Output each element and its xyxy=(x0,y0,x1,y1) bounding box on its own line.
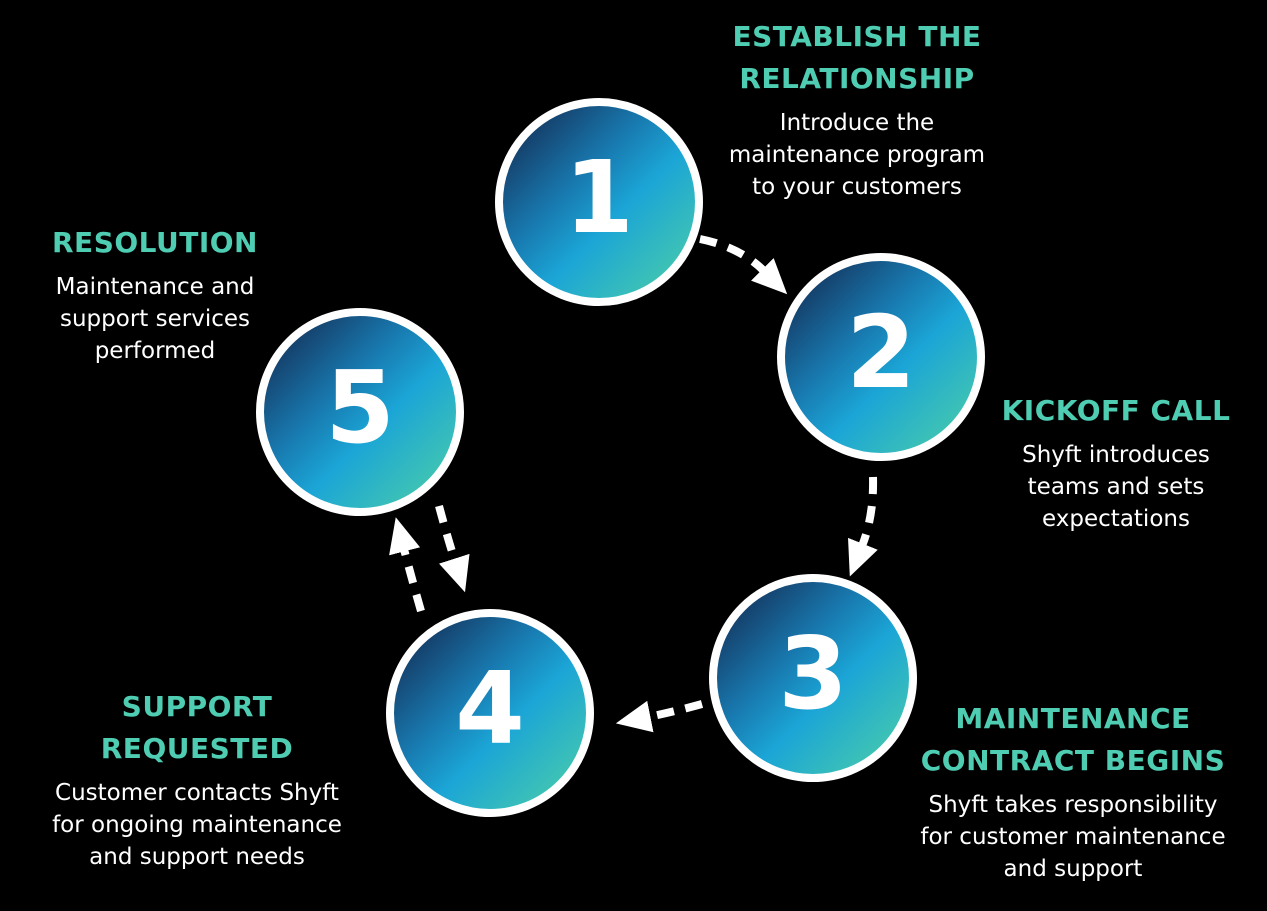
step-number-2: 2 xyxy=(846,294,916,411)
step-4-label: SUPPORT REQUESTED Customer contacts Shyf… xyxy=(36,686,358,873)
step-5-title: RESOLUTION xyxy=(34,222,276,264)
step-3-desc-line-3: and support xyxy=(1003,856,1143,882)
step-5-desc-line-1: Maintenance and xyxy=(55,274,255,300)
step-1-desc-line-2: maintenance program xyxy=(728,142,986,168)
step-2-desc-line-1: Shyft introduces xyxy=(1022,442,1210,468)
step-2-desc-line-2: teams and sets xyxy=(1027,474,1205,500)
step-1-title: ESTABLISH THE RELATIONSHIP xyxy=(690,16,1024,100)
step-1-description: Introduce the maintenance program to you… xyxy=(690,107,1024,203)
arrow-step4-to-step5 xyxy=(389,517,425,613)
step-4-title-line-2: REQUESTED xyxy=(100,732,294,765)
arrow-step2-to-step3 xyxy=(848,476,878,577)
arrow-step5-to-step4 xyxy=(435,504,470,593)
arrow-step3-to-step4 xyxy=(615,700,704,733)
step-5-title-line-1: RESOLUTION xyxy=(52,226,258,259)
step-3-label: MAINTENANCE CONTRACT BEGINS Shyft takes … xyxy=(912,698,1234,885)
step-3-desc-line-1: Shyft takes responsibility xyxy=(928,792,1218,818)
step-number-4: 4 xyxy=(455,650,525,767)
step-circle-3: 3 xyxy=(709,574,917,782)
step-2-desc-line-3: expectations xyxy=(1042,506,1190,532)
step-4-title-line-1: SUPPORT xyxy=(121,690,273,723)
step-number-5: 5 xyxy=(325,349,395,466)
step-5-label: RESOLUTION Maintenance and support servi… xyxy=(34,222,276,367)
step-circle-4: 4 xyxy=(386,609,594,817)
step-2-title-line-1: KICKOFF CALL xyxy=(1001,394,1231,427)
step-5-desc-line-3: performed xyxy=(94,338,216,364)
step-1-desc-line-1: Introduce the xyxy=(779,110,935,136)
step-4-title: SUPPORT REQUESTED xyxy=(36,686,358,770)
step-3-title: MAINTENANCE CONTRACT BEGINS xyxy=(912,698,1234,782)
step-5-description: Maintenance and support services perform… xyxy=(34,271,276,367)
step-2-title: KICKOFF CALL xyxy=(986,390,1246,432)
step-1-desc-line-3: to your customers xyxy=(752,174,962,200)
step-4-desc-line-3: and support needs xyxy=(89,844,305,870)
step-number-1: 1 xyxy=(564,139,634,256)
step-circle-2: 2 xyxy=(777,253,985,461)
step-1-label: ESTABLISH THE RELATIONSHIP Introduce the… xyxy=(690,16,1024,203)
step-1-title-line-1: ESTABLISH THE xyxy=(732,20,982,53)
step-2-description: Shyft introduces teams and sets expectat… xyxy=(986,439,1246,535)
step-1-title-line-2: RELATIONSHIP xyxy=(739,62,975,95)
step-5-desc-line-2: support services xyxy=(60,306,250,332)
step-3-desc-line-2: for customer maintenance xyxy=(920,824,1226,850)
step-2-label: KICKOFF CALL Shyft introduces teams and … xyxy=(986,390,1246,535)
step-3-title-line-1: MAINTENANCE xyxy=(955,702,1191,735)
step-3-description: Shyft takes responsibility for customer … xyxy=(912,789,1234,885)
step-circle-5: 5 xyxy=(256,308,464,516)
step-4-desc-line-1: Customer contacts Shyft xyxy=(55,780,339,806)
step-number-3: 3 xyxy=(778,615,848,732)
step-4-desc-line-2: for ongoing maintenance xyxy=(52,812,342,838)
step-4-description: Customer contacts Shyft for ongoing main… xyxy=(36,777,358,873)
arrow-step1-to-step2 xyxy=(699,235,788,295)
step-circle-1: 1 xyxy=(495,98,703,306)
step-3-title-line-2: CONTRACT BEGINS xyxy=(920,744,1226,777)
